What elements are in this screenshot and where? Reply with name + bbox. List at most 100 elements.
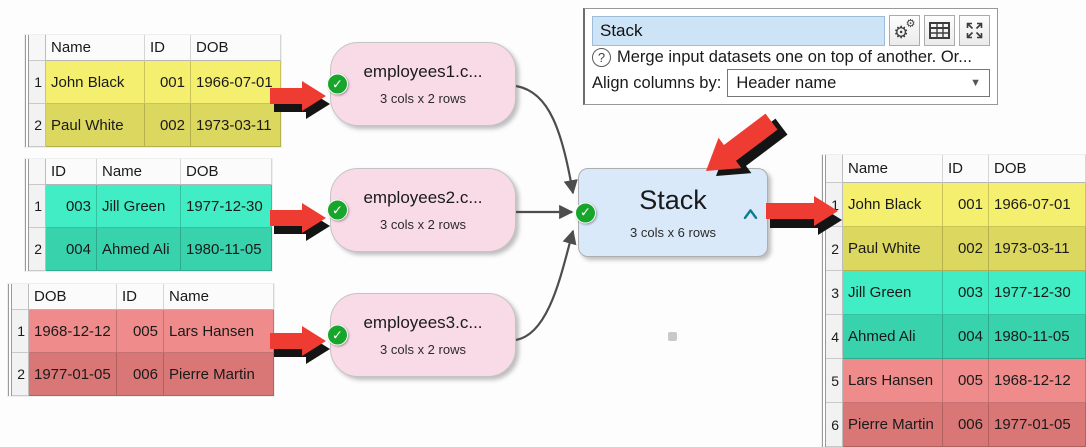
data-cell[interactable]: 002 — [145, 104, 191, 147]
column-header[interactable]: Name — [843, 155, 943, 183]
show-grid-button[interactable] — [924, 15, 955, 46]
data-cell[interactable]: 004 — [943, 315, 989, 359]
column-header[interactable]: DOB — [989, 155, 1086, 183]
row-number[interactable]: 2 — [29, 104, 46, 147]
node-size-label: 3 cols x 6 rows — [630, 225, 716, 240]
connector-employees3-stack — [515, 229, 577, 342]
data-cell[interactable]: 1966-07-01 — [191, 61, 281, 104]
row-number[interactable]: 2 — [12, 353, 29, 396]
data-cell[interactable]: Jill Green — [843, 271, 943, 315]
data-cell[interactable]: Paul White — [843, 227, 943, 271]
row-number[interactable]: 1 — [29, 185, 46, 228]
canvas-grid-dot — [668, 332, 677, 341]
data-cell[interactable]: 1980-11-05 — [181, 228, 272, 271]
corner-cell[interactable] — [12, 284, 29, 310]
expand-button[interactable] — [959, 15, 990, 46]
data-cell[interactable]: Paul White — [46, 104, 145, 147]
row-number[interactable]: 1 — [12, 310, 29, 353]
data-cell[interactable]: 1977-01-05 — [989, 403, 1086, 447]
data-cell[interactable]: 006 — [117, 353, 164, 396]
data-cell[interactable]: 005 — [117, 310, 164, 353]
row-number[interactable]: 2 — [29, 228, 46, 271]
data-cell[interactable]: 001 — [943, 183, 989, 227]
node-size-label: 3 cols x 2 rows — [380, 342, 466, 357]
data-cell[interactable]: 1977-12-30 — [989, 271, 1086, 315]
corner-cell[interactable] — [29, 159, 46, 185]
corner-cell[interactable] — [826, 155, 843, 183]
data-cell[interactable]: John Black — [46, 61, 145, 104]
node-name-input[interactable] — [592, 15, 885, 46]
row-number[interactable]: 2 — [826, 227, 843, 271]
row-number[interactable]: 5 — [826, 359, 843, 403]
column-header[interactable]: ID — [145, 35, 191, 61]
question-circle-icon[interactable]: ? — [592, 48, 611, 67]
green-check-icon: ✓ — [327, 73, 348, 95]
transform-description: Merge input datasets one on top of anoth… — [617, 48, 972, 66]
column-header[interactable]: DOB — [191, 35, 281, 61]
row-number[interactable]: 3 — [826, 271, 843, 315]
data-cell[interactable]: Lars Hansen — [843, 359, 943, 403]
data-cell[interactable]: Ahmed Ali — [97, 228, 181, 271]
column-header[interactable]: Name — [46, 35, 145, 61]
data-cell[interactable]: 1973-03-11 — [989, 227, 1086, 271]
column-header[interactable]: Name — [164, 284, 274, 310]
data-cell[interactable]: 1980-11-05 — [989, 315, 1086, 359]
caret-up-icon[interactable] — [743, 208, 758, 219]
data-cell[interactable]: 1968-12-12 — [29, 310, 117, 353]
data-cell[interactable]: Pierre Martin — [843, 403, 943, 447]
column-header[interactable]: Name — [97, 159, 181, 185]
data-cell[interactable]: Lars Hansen — [164, 310, 274, 353]
data-cell[interactable]: 005 — [943, 359, 989, 403]
row-number[interactable]: 4 — [826, 315, 843, 359]
column-header[interactable]: DOB — [29, 284, 117, 310]
data-cell[interactable]: 1973-03-11 — [191, 104, 281, 147]
data-cell[interactable]: 004 — [46, 228, 97, 271]
data-cell[interactable]: Jill Green — [97, 185, 181, 228]
data-cell[interactable]: 002 — [943, 227, 989, 271]
row-number[interactable]: 1 — [826, 183, 843, 227]
node-employees2[interactable]: ✓ employees2.c... 3 cols x 2 rows — [327, 168, 516, 252]
align-columns-row: Align columns by: Header name ▼ — [592, 69, 990, 97]
settings-button[interactable]: ⚙ ⚙ — [889, 15, 920, 46]
data-cell[interactable]: 1977-12-30 — [181, 185, 272, 228]
data-cell[interactable]: 1977-01-05 — [29, 353, 117, 396]
row-number[interactable]: 1 — [29, 61, 46, 104]
align-columns-label: Align columns by: — [592, 73, 722, 92]
data-cell[interactable]: 003 — [46, 185, 97, 228]
data-cell[interactable]: John Black — [843, 183, 943, 227]
data-cell[interactable]: Pierre Martin — [164, 353, 274, 396]
node-employees3[interactable]: ✓ employees3.c... 3 cols x 2 rows — [327, 293, 516, 377]
data-cell[interactable]: 1968-12-12 — [989, 359, 1086, 403]
column-header[interactable]: ID — [943, 155, 989, 183]
data-cell[interactable]: 003 — [943, 271, 989, 315]
node-stack[interactable]: ✓ Stack 3 cols x 6 rows — [575, 168, 768, 257]
row-number[interactable]: 6 — [826, 403, 843, 447]
corner-cell[interactable] — [29, 35, 46, 61]
green-check-icon: ✓ — [327, 199, 348, 221]
data-cell[interactable]: 001 — [145, 61, 191, 104]
node-employees1[interactable]: ✓ employees1.c... 3 cols x 2 rows — [327, 42, 516, 126]
column-header[interactable]: DOB — [181, 159, 272, 185]
data-cell[interactable]: Ahmed Ali — [843, 315, 943, 359]
green-check-icon: ✓ — [575, 202, 596, 223]
data-cell[interactable]: 1966-07-01 — [989, 183, 1086, 227]
column-header[interactable]: ID — [117, 284, 164, 310]
data-cell[interactable]: 006 — [943, 403, 989, 447]
node-title: Stack — [639, 185, 707, 215]
red-arrow-input2 — [270, 203, 330, 241]
align-columns-select[interactable]: Header name ▼ — [727, 69, 990, 97]
column-header[interactable]: ID — [46, 159, 97, 185]
